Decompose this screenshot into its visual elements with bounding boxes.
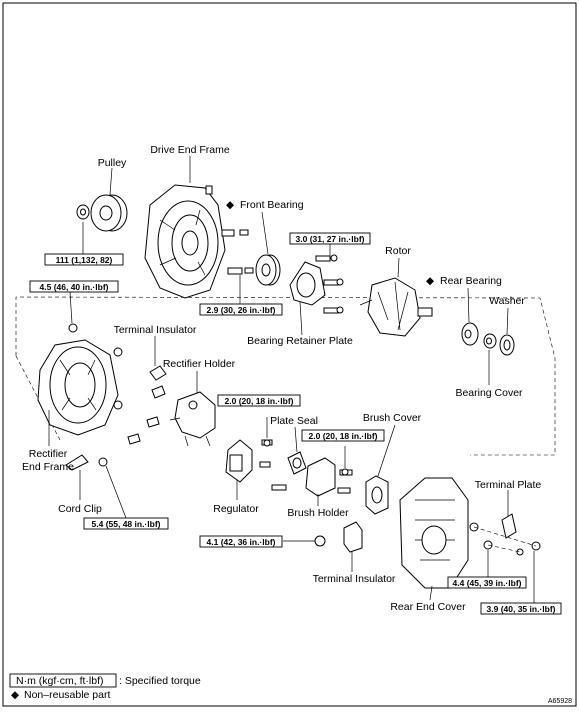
svg-text:4.4 (45, 39 in.·lbf): 4.4 (45, 39 in.·lbf)	[453, 578, 522, 588]
drive-end-frame-part	[144, 184, 254, 299]
svg-text:2.0 (20, 18 in.·lbf): 2.0 (20, 18 in.·lbf)	[225, 396, 294, 406]
nonreusable-mark-rear: ◆	[426, 275, 435, 287]
svg-text:2.0 (20, 18 in.·lbf): 2.0 (20, 18 in.·lbf)	[309, 431, 378, 441]
label-pulley: Pulley	[98, 157, 127, 169]
label-plate-seal: Plate Seal	[270, 415, 318, 427]
pulley-leader	[109, 167, 113, 196]
rear-end-cover-part	[399, 477, 479, 589]
legend-nonreusable-desc: Non–reusable part	[24, 689, 110, 701]
front-bearing-leader	[261, 211, 269, 255]
label-regulator: Regulator	[213, 503, 259, 515]
label-brush-cover: Brush Cover	[363, 412, 422, 424]
torque-box-5: 2.0 (20, 18 in.·lbf)	[217, 394, 301, 407]
label-bearing-retainer-plate: Bearing Retainer Plate	[247, 335, 353, 347]
pulley-part	[76, 194, 128, 232]
cord-clip-part	[65, 454, 89, 471]
rectifier-holder-part	[169, 391, 216, 447]
plate-seal-part	[287, 451, 307, 475]
label-brush-holder: Brush Holder	[287, 507, 349, 519]
label-rectifier-end-frame-1: Rectifier	[29, 448, 68, 460]
label-rear-bearing: Rear Bearing	[440, 275, 502, 287]
rear-bearing-part	[461, 322, 479, 346]
rect-frame-torque-leader-2	[105, 465, 127, 519]
terminal-plate-part	[483, 513, 541, 556]
brush-cover-part	[365, 475, 389, 515]
rotor-part	[359, 277, 433, 337]
rect-frame-torque-leader	[69, 291, 73, 324]
torque-box-4: 3.0 (31, 27 in.·lbf)	[289, 232, 371, 245]
label-rear-end-cover: Rear End Cover	[390, 601, 466, 613]
svg-text:3.9 (40, 35 in.·lbf): 3.9 (40, 35 in.·lbf)	[487, 604, 556, 614]
label-washer: Washer	[489, 295, 525, 307]
torque-box-10: 3.9 (40, 35 in.·lbf)	[480, 602, 562, 615]
label-terminal-plate: Terminal Plate	[475, 479, 542, 491]
label-front-bearing: Front Bearing	[240, 199, 304, 211]
label-terminal-insulator-bottom: Terminal Insulator	[313, 573, 396, 585]
figure-id: A65928	[548, 698, 572, 705]
legend-nonreusable-symbol: ◆	[11, 689, 20, 701]
washer-part	[499, 334, 515, 356]
svg-text:5.4 (55, 48 in.·lbf): 5.4 (55, 48 in.·lbf)	[92, 519, 161, 529]
torque-box-2: 4.5 (46, 40 in.·lbf)	[29, 280, 119, 293]
bearing-cover-part	[483, 333, 497, 349]
bearing-retainer-plate-part	[289, 254, 344, 314]
rear-end-cover-leader	[429, 585, 433, 601]
regulator-part	[225, 439, 287, 491]
assembly-outline	[15, 296, 556, 456]
legend-torque-box: N·m (kgf·cm, ft·lbf)	[16, 675, 104, 687]
terminal-plate-dash	[473, 526, 537, 553]
svg-text:3.0 (31, 27 in.·lbf): 3.0 (31, 27 in.·lbf)	[296, 234, 365, 244]
label-terminal-insulator-top: Terminal Insulator	[114, 324, 197, 336]
rotor-leader	[397, 257, 400, 278]
label-bearing-cover: Bearing Cover	[455, 387, 523, 399]
label-rotor: Rotor	[385, 245, 411, 257]
svg-text:4.1 (42, 36 in.·lbf): 4.1 (42, 36 in.·lbf)	[207, 537, 276, 547]
washer-leader	[506, 307, 509, 335]
torque-box-9: 4.4 (45, 39 in.·lbf)	[447, 576, 527, 589]
label-drive-end-frame: Drive End Frame	[150, 144, 230, 156]
nonreusable-mark-front: ◆	[226, 199, 235, 211]
svg-text:4.5 (46, 40 in.·lbf): 4.5 (46, 40 in.·lbf)	[40, 282, 109, 292]
rear-bearing-leader	[467, 287, 470, 323]
label-rectifier-holder: Rectifier Holder	[163, 358, 236, 370]
label-cord-clip: Cord Clip	[58, 503, 102, 515]
retainer-leader	[299, 301, 303, 336]
plate-seal-leader	[294, 426, 298, 453]
terminal-insulator-bottom-part	[314, 521, 363, 553]
svg-text:111 (1,132, 82): 111 (1,132, 82)	[56, 255, 113, 265]
torque-box-1: 111 (1,132, 82)	[44, 253, 124, 266]
legend: N·m (kgf·cm, ft·lbf) : Specified torque …	[9, 673, 201, 701]
svg-text:2.9 (30, 26 in.·lbf): 2.9 (30, 26 in.·lbf)	[207, 305, 276, 315]
rectifier-end-frame-part	[37, 323, 123, 467]
torque-box-7: 5.4 (55, 48 in.·lbf)	[83, 517, 169, 530]
brush-cover-leader	[377, 424, 396, 477]
label-rectifier-end-frame-2: End Frame	[22, 461, 74, 473]
terminal-insulator-top-part	[127, 365, 167, 445]
legend-torque-desc: : Specified torque	[119, 675, 201, 687]
brush-holder-part	[305, 457, 353, 497]
torque-box-3: 2.9 (30, 26 in.·lbf)	[199, 303, 283, 316]
front-bearing-part	[255, 254, 281, 286]
torque-box-6: 2.0 (20, 18 in.·lbf)	[301, 429, 385, 442]
torque-box-8: 4.1 (42, 36 in.·lbf)	[199, 535, 283, 548]
